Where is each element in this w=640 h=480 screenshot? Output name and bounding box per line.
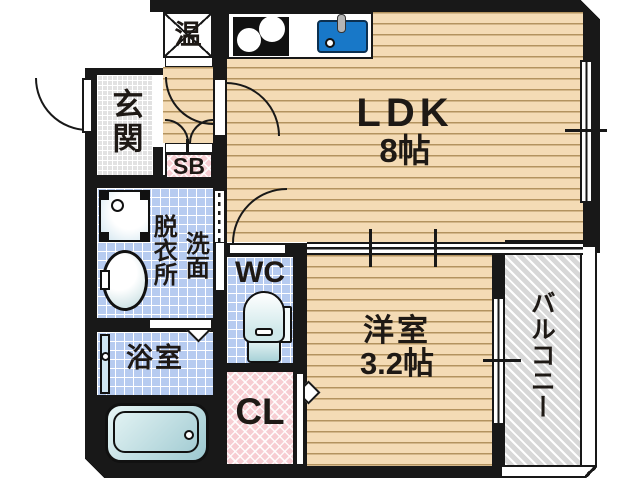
water-heater-label: 温 xyxy=(174,19,202,50)
balcony-label: バルコニー xyxy=(527,290,556,420)
water-heater-door-swing xyxy=(165,77,213,125)
bath-counter-knob xyxy=(101,352,110,361)
ldk-window-tick xyxy=(565,129,607,132)
washroom-wc-opening xyxy=(216,243,224,290)
bathroom-label: 浴室 xyxy=(126,342,184,373)
bath-counter xyxy=(100,334,110,394)
bedroom-size: 3.2帖 xyxy=(359,345,435,381)
entrance-door xyxy=(82,78,93,133)
wc-door xyxy=(228,243,287,255)
entrance-label: 玄関 xyxy=(107,88,143,156)
ldk-bedroom-sliding-partition xyxy=(307,242,583,255)
corner-bevel-top-right xyxy=(578,0,600,22)
bathroom-floor xyxy=(97,332,213,395)
partition-tick xyxy=(369,229,372,267)
shoe-box-door-swing-right xyxy=(189,119,213,143)
wall-top xyxy=(150,0,600,12)
wall-left xyxy=(85,68,97,478)
washroom-label-right: 洗面 xyxy=(181,231,209,279)
partition-tick xyxy=(434,229,437,267)
entrance-step-wall xyxy=(153,147,163,188)
bathtub-drain xyxy=(184,430,194,440)
washroom-label-left: 脱衣所 xyxy=(149,214,177,286)
water-heater-icon xyxy=(163,12,213,58)
wall-bedroom-right-upper xyxy=(492,253,505,297)
toilet-lid xyxy=(255,328,273,336)
ldk-label: LDK 8帖 xyxy=(330,92,480,169)
shoe-box-door-swing-left xyxy=(165,119,189,143)
stove-burner xyxy=(237,28,261,52)
entrance-step xyxy=(153,67,163,147)
washbasin-faucet xyxy=(100,270,110,290)
shoe-box xyxy=(165,153,213,179)
closet-floor xyxy=(227,372,293,466)
shoe-box-label: SB xyxy=(173,152,205,179)
ldk-name: LDK xyxy=(356,91,454,135)
balcony-railing-right xyxy=(580,245,597,468)
corner-bevel-bottom-right xyxy=(585,465,597,478)
wall-entrance-top xyxy=(85,68,163,75)
toilet-icon xyxy=(243,291,285,343)
faucet-icon xyxy=(337,14,346,33)
toilet-label: WC xyxy=(235,256,285,290)
washing-machine-pan-icon xyxy=(99,190,150,242)
ldk-size: 8帖 xyxy=(379,132,431,169)
water-heater-door xyxy=(165,57,213,67)
entrance-floor xyxy=(97,75,153,175)
shoe-box-door-tick xyxy=(186,139,189,152)
bedroom-name: 洋室 xyxy=(363,313,431,348)
bedroom-label: 洋室 3.2帖 xyxy=(317,313,477,381)
corner-bevel-bottom-left xyxy=(85,456,107,478)
bathtub-inner xyxy=(113,411,199,453)
bedroom-window-tick xyxy=(483,359,521,362)
shoe-box-door xyxy=(165,143,213,153)
closet-door xyxy=(295,372,305,466)
ldk-door-swing xyxy=(226,82,280,136)
wall-bedroom-right-lower xyxy=(492,425,505,470)
ldk-door xyxy=(213,78,227,137)
washroom-folding-door xyxy=(214,190,225,243)
balcony-railing-bottom xyxy=(500,465,597,478)
bathroom-door xyxy=(148,318,213,330)
closet-label: CL xyxy=(235,390,285,432)
stove-burner xyxy=(259,16,285,42)
entrance-door-swing xyxy=(35,78,88,131)
wall-bottom xyxy=(213,466,505,478)
sink-drain xyxy=(325,38,335,48)
wc-door-swing xyxy=(232,188,287,243)
wall-wc-closet xyxy=(227,363,293,372)
bedroom-floor xyxy=(307,255,492,466)
